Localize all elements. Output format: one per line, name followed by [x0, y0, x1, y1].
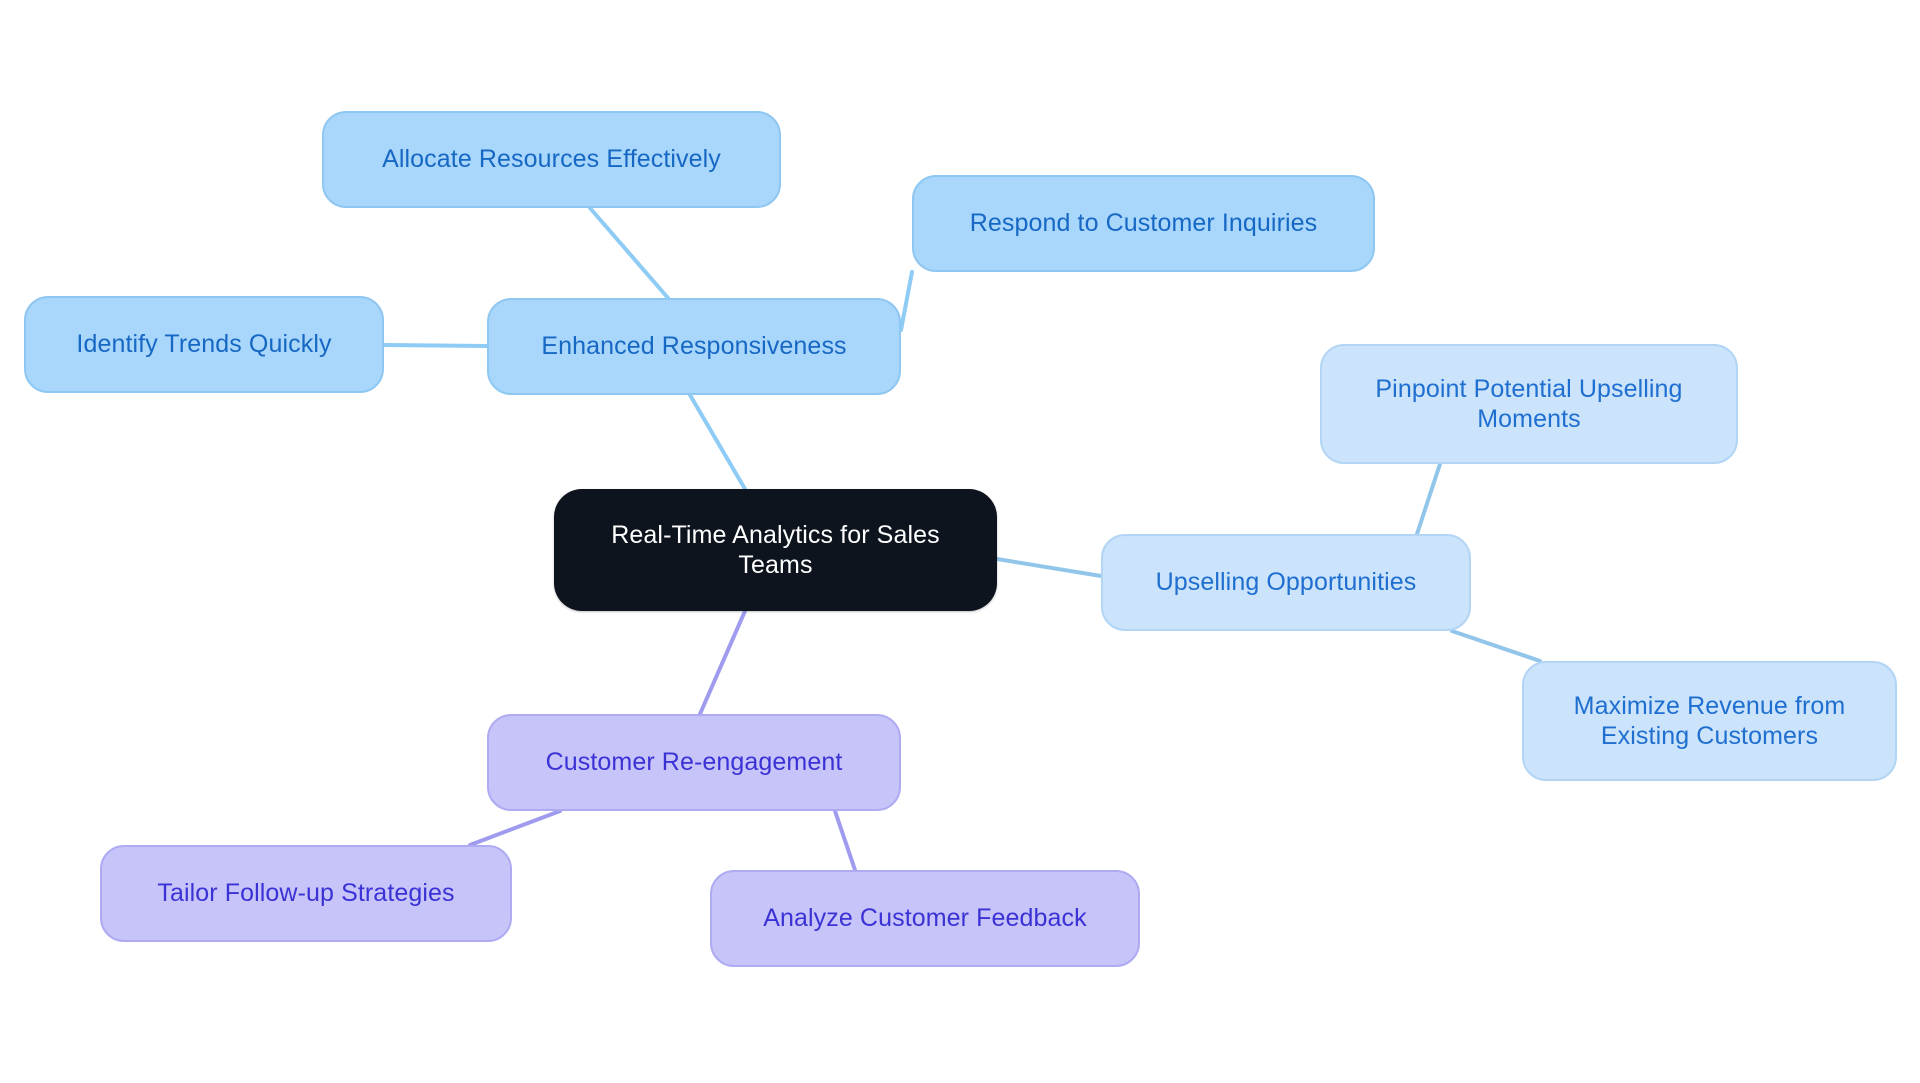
edge-enhanced-responsiveness-to-identify-trends-quickly [382, 343, 489, 348]
edge-upselling-opportunities-to-pinpoint-potential-upselling-moments [1415, 462, 1442, 536]
node-label: Enhanced Responsiveness [541, 332, 847, 361]
node-label: Tailor Follow-up Strategies [157, 879, 455, 908]
node-label: Upselling Opportunities [1155, 568, 1417, 597]
node-label: Allocate Resources Effectively [382, 145, 721, 174]
edge-enhanced-responsiveness-to-respond-to-customer-inquiries [899, 270, 914, 332]
edge-root-to-customer-re-engagement [698, 609, 747, 716]
node-label: Customer Re-engagement [545, 748, 843, 777]
edge-enhanced-responsiveness-to-allocate-resources-effectively [588, 206, 670, 300]
node-label: Real-Time Analytics for Sales Teams [611, 520, 940, 580]
node-label: Respond to Customer Inquiries [969, 209, 1318, 238]
node-analyze-customer-feedback[interactable]: Analyze Customer Feedback [710, 870, 1140, 967]
edge-root-to-upselling-opportunities [995, 557, 1103, 578]
root-node-root[interactable]: Real-Time Analytics for Sales Teams [554, 489, 997, 611]
edge-root-to-enhanced-responsiveness [688, 393, 747, 491]
node-respond-to-customer-inquiries[interactable]: Respond to Customer Inquiries [912, 175, 1375, 272]
node-customer-re-engagement[interactable]: Customer Re-engagement [487, 714, 901, 811]
node-label: Identify Trends Quickly [76, 330, 332, 359]
node-upselling-opportunities[interactable]: Upselling Opportunities [1101, 534, 1471, 631]
node-label: Maximize Revenue from Existing Customers [1573, 691, 1846, 751]
node-label: Analyze Customer Feedback [763, 904, 1087, 933]
node-allocate-resources-effectively[interactable]: Allocate Resources Effectively [322, 111, 781, 208]
node-maximize-revenue-from-existing-customers[interactable]: Maximize Revenue from Existing Customers [1522, 661, 1897, 781]
edge-customer-re-engagement-to-tailor-follow-up-strategies [468, 809, 562, 847]
node-label: Pinpoint Potential Upselling Moments [1375, 374, 1683, 434]
edge-customer-re-engagement-to-analyze-customer-feedback [833, 809, 857, 872]
node-tailor-follow-up-strategies[interactable]: Tailor Follow-up Strategies [100, 845, 512, 942]
edge-upselling-opportunities-to-maximize-revenue-from-existing-customers [1450, 629, 1542, 663]
node-identify-trends-quickly[interactable]: Identify Trends Quickly [24, 296, 384, 393]
node-pinpoint-potential-upselling-moments[interactable]: Pinpoint Potential Upselling Moments [1320, 344, 1738, 464]
node-enhanced-responsiveness[interactable]: Enhanced Responsiveness [487, 298, 901, 395]
